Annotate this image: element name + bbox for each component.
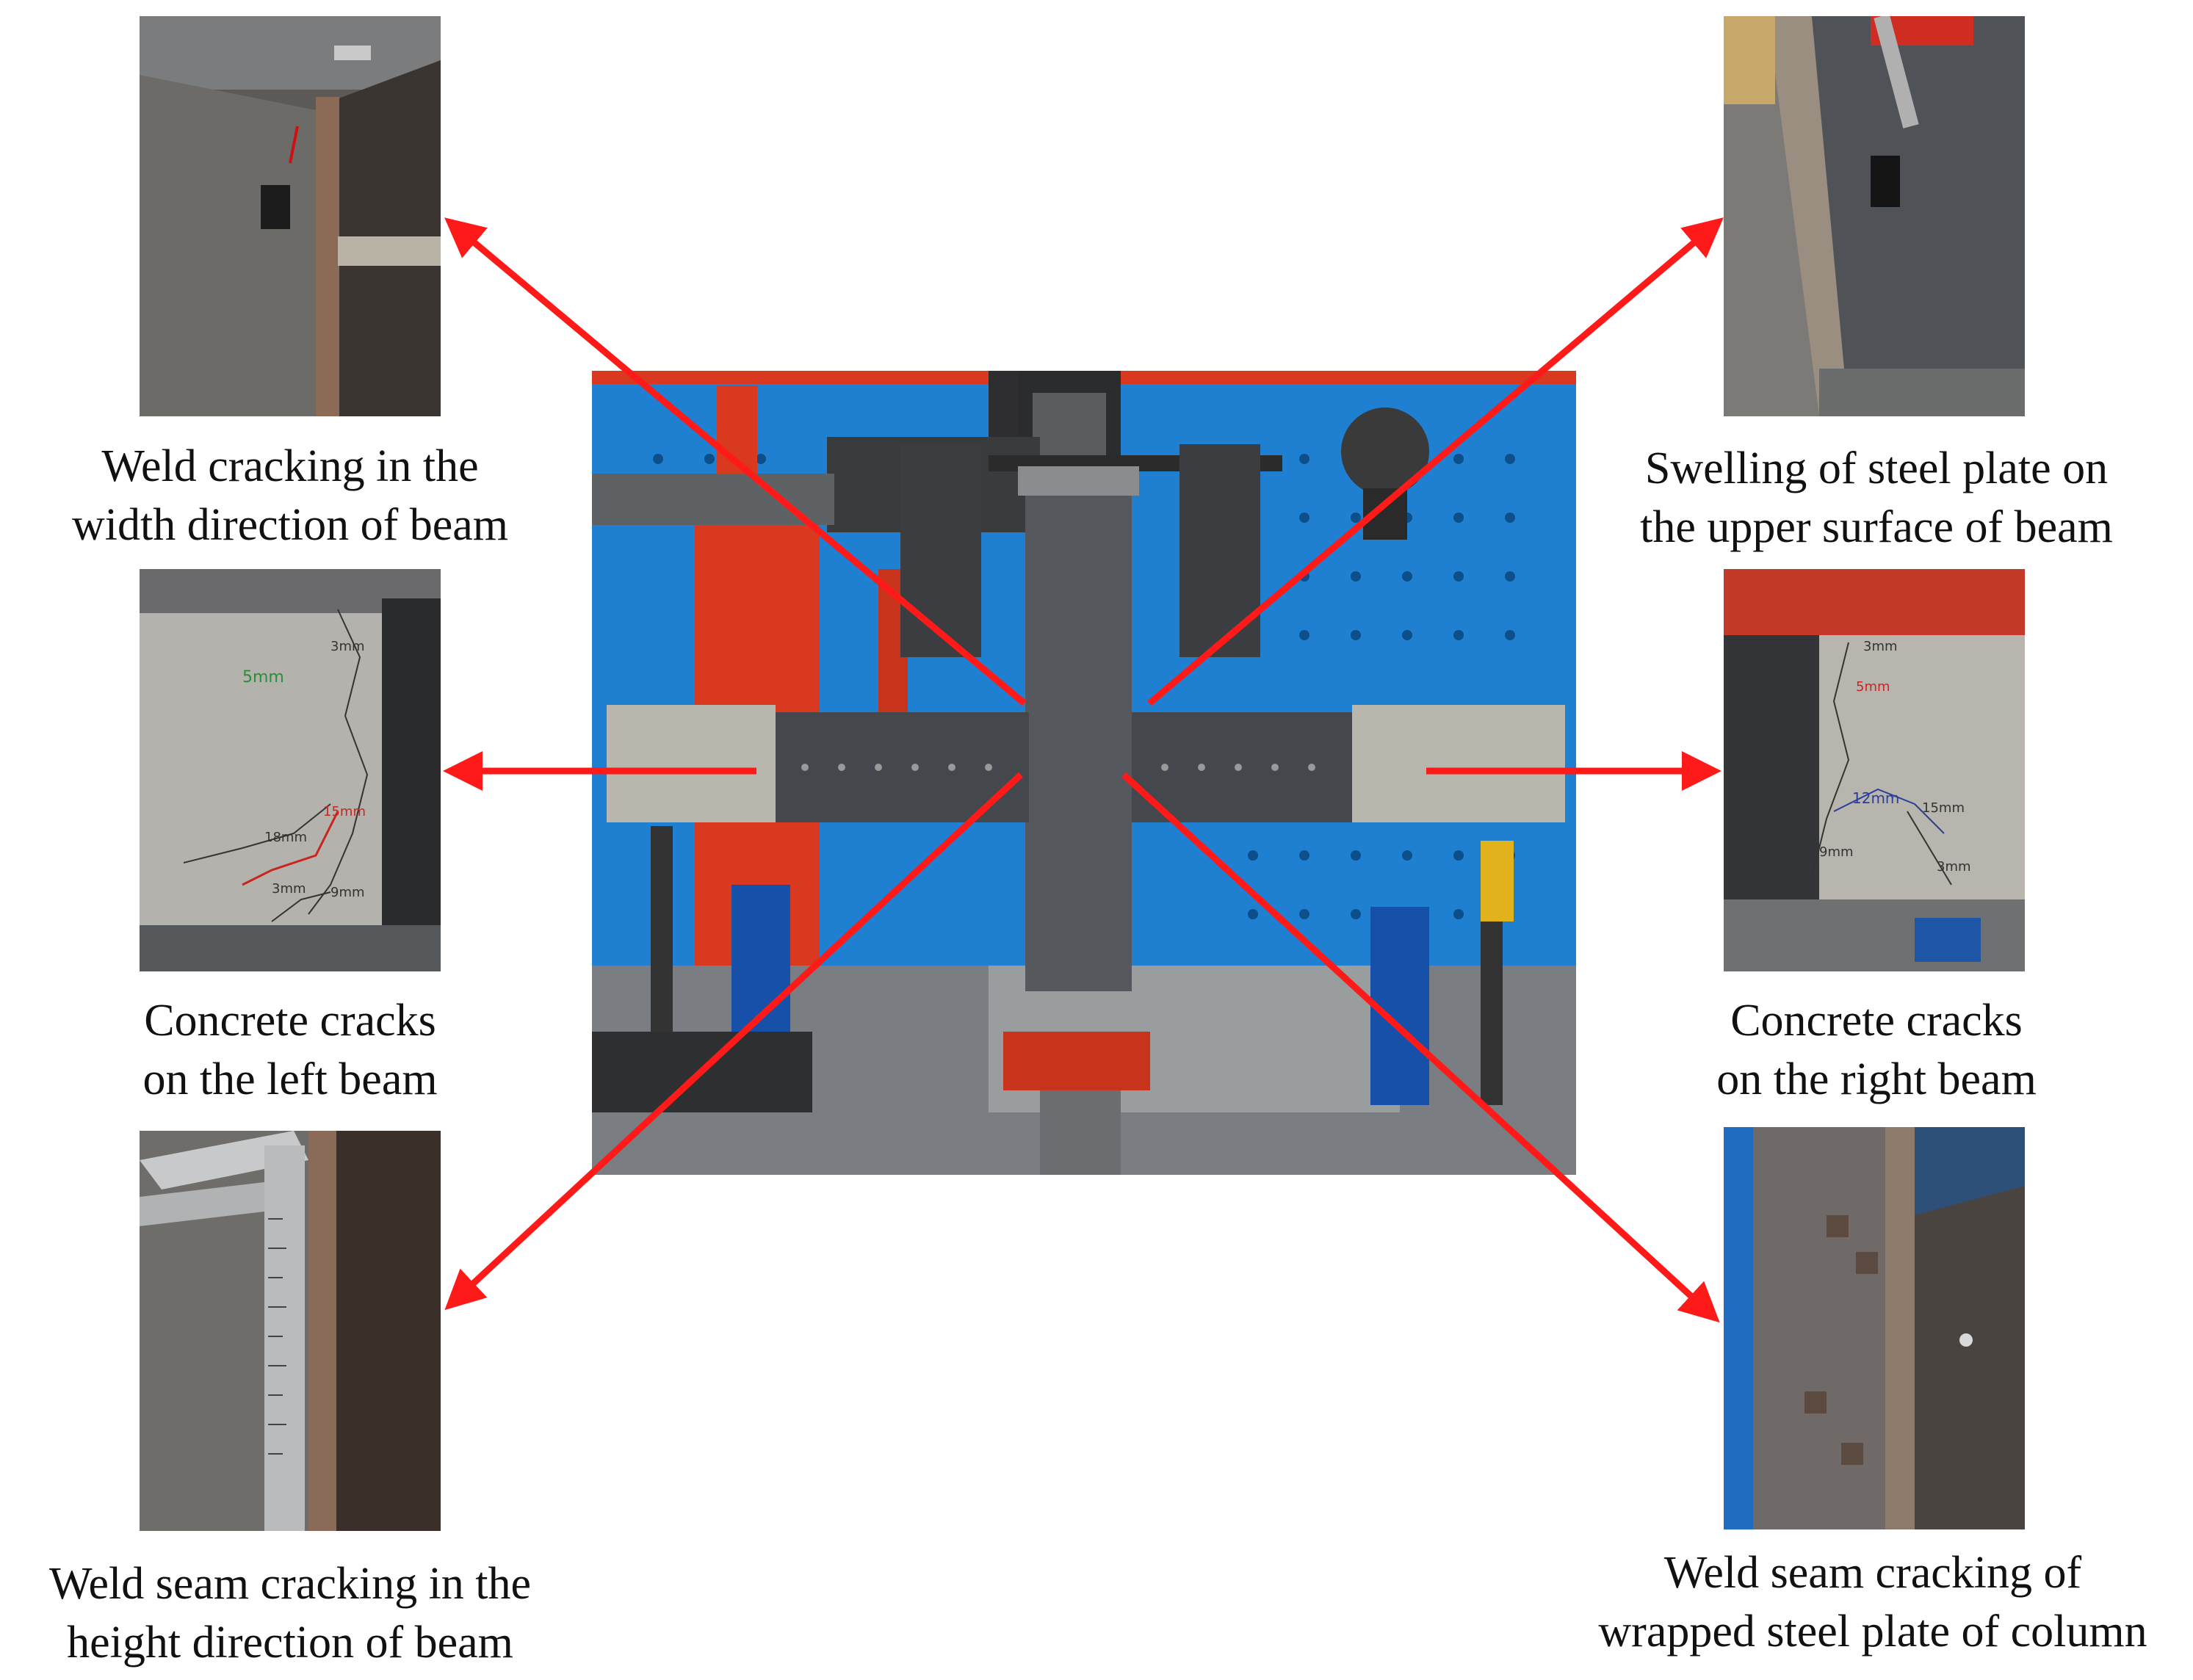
- crack-mark-right-c: 12mm: [1852, 789, 1900, 807]
- crack-mark-left-b: 3mm: [330, 639, 365, 654]
- caption-line: Weld seam cracking in the: [48, 1559, 532, 1609]
- detail-photo-plate-swelling: [1724, 16, 2025, 416]
- caption-line: on the right beam: [1716, 1054, 2037, 1104]
- caption-line: Concrete cracks: [144, 996, 436, 1046]
- crack-mark-left-f: 9mm: [330, 885, 365, 900]
- crack-mark-left-e: 3mm: [272, 881, 306, 897]
- crack-mark-right-a: 3mm: [1863, 639, 1898, 654]
- caption-line: on the left beam: [142, 1054, 438, 1104]
- caption-line: height direction of beam: [67, 1618, 513, 1668]
- caption-line: Weld seam cracking of: [1663, 1548, 2082, 1598]
- detail-photo-column-plate-weld: [1724, 1127, 2025, 1529]
- caption-weld-seam-height: Weld seam cracking in the height directi…: [7, 1554, 573, 1672]
- caption-right-beam-cracks: Concrete cracks on the right beam: [1616, 991, 2137, 1109]
- main-test-photo: [592, 371, 1576, 1175]
- caption-line: Concrete cracks: [1730, 996, 2023, 1046]
- caption-line: width direction of beam: [72, 500, 508, 550]
- detail-photo-beam-weld-width: [140, 16, 441, 416]
- caption-line: Swelling of steel plate on: [1644, 443, 2109, 493]
- crack-mark-right-d: 15mm: [1922, 800, 1965, 816]
- crack-mark-left-c: 18mm: [264, 830, 307, 845]
- detail-photo-right-beam-cracks: 3mm 5mm 12mm 15mm 9mm 3mm: [1724, 569, 2025, 971]
- crack-mark-left-a: 5mm: [242, 668, 284, 687]
- caption-line: wrapped steel plate of column: [1598, 1607, 2147, 1657]
- caption-left-beam-cracks: Concrete cracks on the left beam: [29, 991, 551, 1109]
- caption-line: Weld cracking in the: [101, 441, 479, 491]
- caption-weld-seam-column: Weld seam cracking of wrapped steel plat…: [1557, 1543, 2189, 1661]
- crack-mark-right-f: 3mm: [1937, 859, 1971, 875]
- detail-photo-left-beam-cracks: 5mm 3mm 18mm 15mm 3mm 9mm: [140, 569, 441, 971]
- caption-plate-swelling: Swelling of steel plate on the upper sur…: [1586, 439, 2167, 557]
- detail-photo-beam-weld-height: [140, 1131, 441, 1531]
- crack-mark-left-d: 15mm: [323, 804, 366, 819]
- crack-mark-right-b: 5mm: [1856, 679, 1890, 695]
- caption-line: the upper surface of beam: [1640, 502, 2113, 552]
- caption-weld-cracking-width: Weld cracking in the width direction of …: [29, 437, 551, 554]
- crack-mark-right-e: 9mm: [1819, 844, 1854, 860]
